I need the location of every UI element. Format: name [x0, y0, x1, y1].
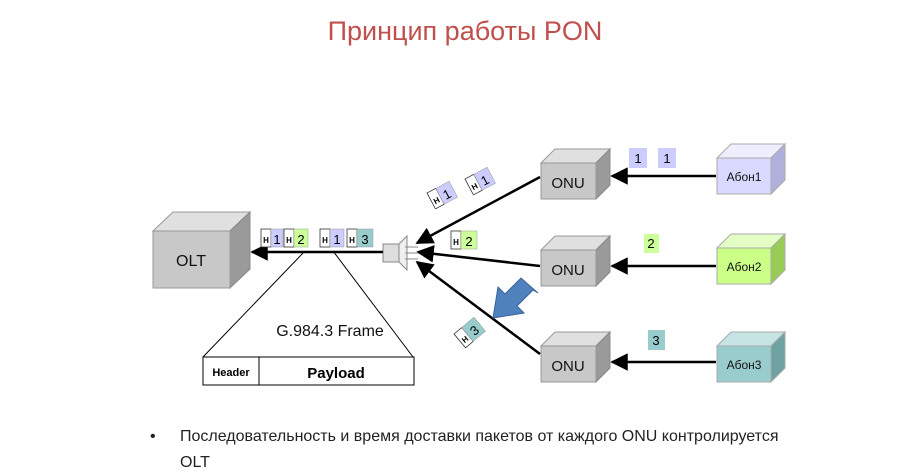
packet-id-1: 1 — [663, 151, 670, 166]
onu-box-2: ONU — [539, 234, 612, 288]
frame-table: Header Payload — [202, 356, 415, 386]
packet-id-3: 3 — [652, 333, 659, 348]
packet-header: H — [286, 236, 292, 245]
onu-label-2: ONU — [551, 262, 584, 279]
slide-title: Принцип работы PON — [327, 16, 603, 46]
packet-id-1: 1 — [634, 151, 641, 166]
packet-id-3: 3 — [361, 232, 368, 247]
subscriber-box-2: Абон2 — [715, 232, 787, 286]
link-onu2-splitter — [416, 245, 541, 268]
frame-payload-label: Payload — [307, 365, 365, 382]
onu1-line-packet-b: H 1 — [464, 166, 496, 196]
packet-header: H — [263, 236, 269, 245]
link-onu1-splitter — [415, 175, 541, 245]
packet-header: H — [432, 195, 442, 206]
frame-title: G.984.3 Frame — [276, 323, 384, 340]
onu-box-1: ONU — [539, 147, 612, 201]
onu-box-3: ONU — [539, 330, 612, 384]
packet-header: H — [453, 238, 459, 247]
onu3-line-packet: H 3 — [453, 316, 486, 349]
packet-header: H — [322, 236, 328, 245]
frame-zoom-line-left — [202, 250, 306, 358]
frame-zoom-line-right — [332, 250, 414, 358]
onu-label-1: ONU — [551, 175, 584, 192]
sub3-packet: 3 — [648, 330, 665, 350]
packet-id-2: 2 — [297, 232, 304, 247]
olt-box: OLT — [151, 210, 252, 290]
packet-header: H — [470, 181, 480, 192]
subscriber-label-1: Абон1 — [727, 170, 762, 184]
sub2-packet: 2 — [644, 234, 659, 253]
packet-id-1: 1 — [333, 232, 340, 247]
packet-header: H — [349, 236, 355, 245]
subscriber-label-3: Абон3 — [727, 358, 762, 372]
splitter — [382, 234, 418, 272]
link-onu3-splitter — [415, 260, 541, 356]
onu2-line-packet: H 2 — [450, 230, 478, 250]
bullet-text: Последовательность и время доставки паке… — [180, 428, 779, 471]
subscriber-box-1: Абон1 — [715, 142, 787, 196]
packet-id-2: 2 — [465, 234, 472, 249]
frame-header-label: Header — [212, 367, 250, 379]
packet-header: H — [460, 334, 470, 345]
subscriber-box-3: Абон3 — [715, 330, 787, 384]
flow-direction-arrow — [492, 277, 539, 319]
sub1-packets: 1 1 — [629, 148, 676, 168]
onu-label-3: ONU — [551, 358, 584, 375]
pon-diagram: OLT ONU ONU ONU Абон1 Абон2 Абон3 — [151, 142, 787, 386]
subscriber-label-2: Абон2 — [727, 260, 762, 274]
packet-id-2: 2 — [647, 236, 654, 251]
bullet-dot: • — [150, 428, 156, 445]
onu1-line-packet-a: H 1 — [426, 180, 458, 210]
packet-id-1: 1 — [273, 232, 280, 247]
olt-label: OLT — [176, 253, 206, 270]
main-line-packets: H 1 H 2 H 1 H 3 — [260, 228, 374, 248]
